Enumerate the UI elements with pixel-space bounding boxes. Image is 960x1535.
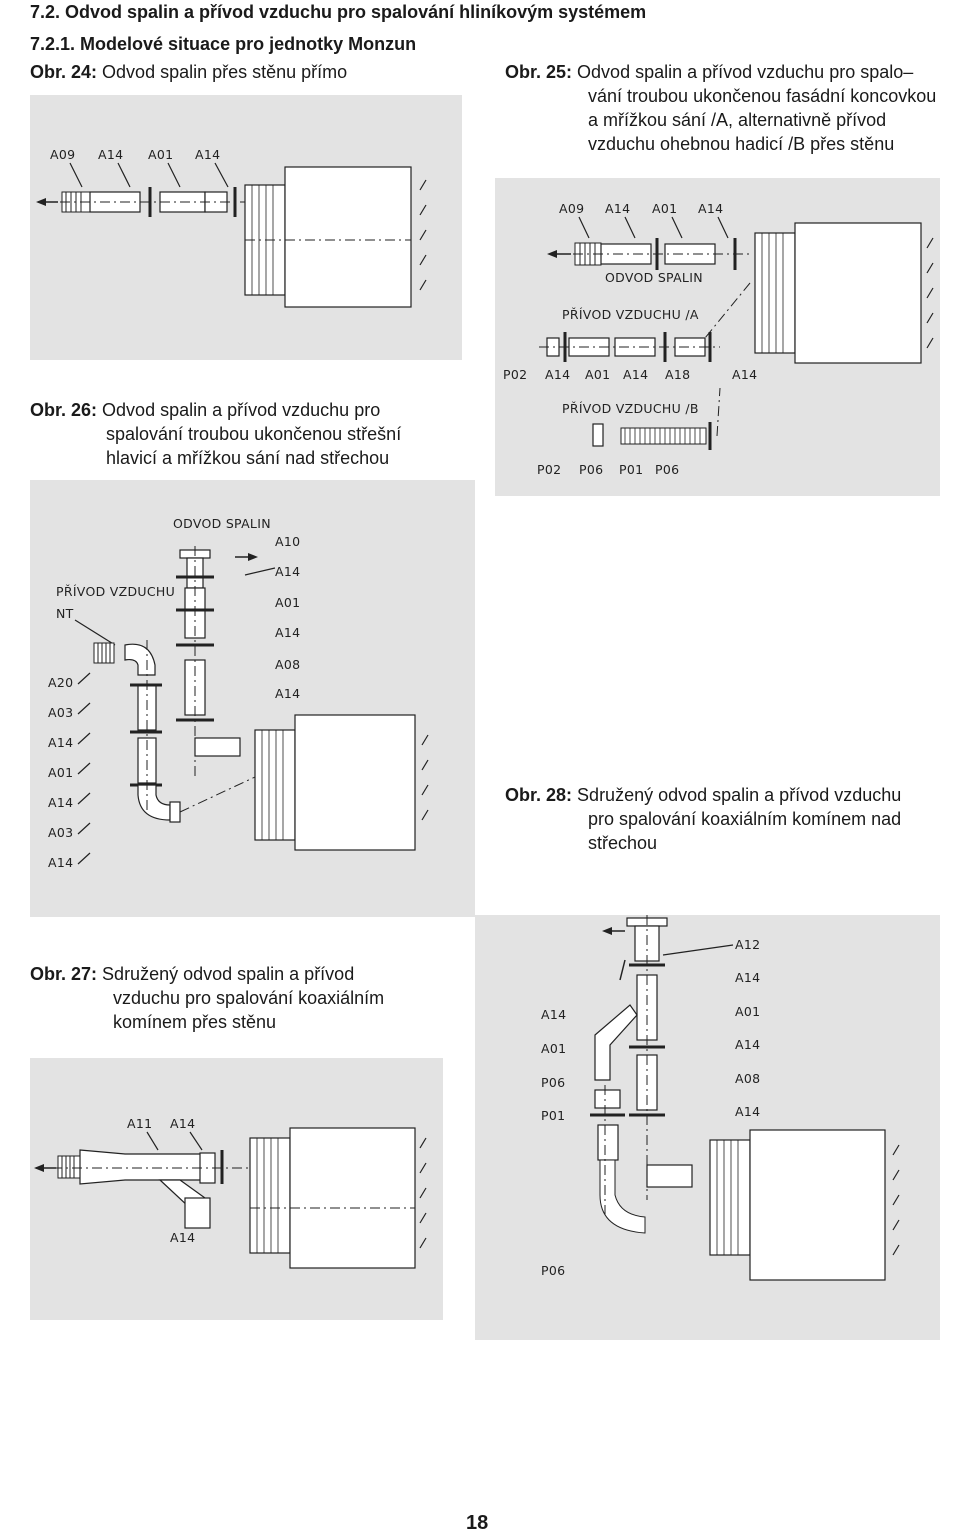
fig28-diagram: A12 A14 A01 A14 A08 A14 A14 A01 P06 P01 … bbox=[475, 915, 940, 1340]
fig25-label-a: A14 bbox=[545, 367, 570, 382]
fig26-rlabel: A01 bbox=[275, 595, 300, 610]
fig27-label: A14 bbox=[170, 1230, 195, 1245]
fig25-privod-a: PŘÍVOD VZDUCHU /A bbox=[562, 307, 699, 322]
fig25-label-b: P01 bbox=[619, 462, 643, 477]
fig27-label: A11 bbox=[127, 1116, 152, 1131]
fig27-caption: Obr. 27: Sdružený odvod spalin a přívod … bbox=[30, 964, 385, 1032]
fig26-llabel: A03 bbox=[48, 825, 73, 840]
fig26-llabel: A14 bbox=[48, 735, 73, 750]
fig28-caption: Obr. 28: Sdružený odvod spalin a přívod … bbox=[505, 785, 902, 853]
fig26-nt: NT bbox=[56, 606, 74, 621]
fig26-rlabel: A14 bbox=[275, 686, 300, 701]
fig26-llabel: A14 bbox=[48, 855, 73, 870]
fig26-odvod: ODVOD SPALIN bbox=[173, 516, 271, 531]
fig26-llabel: A14 bbox=[48, 795, 73, 810]
fig28-llabel: A14 bbox=[541, 1007, 566, 1022]
fig25-label: A14 bbox=[698, 201, 723, 216]
fig25-label-b: P02 bbox=[537, 462, 561, 477]
fig28-rlabel: A14 bbox=[735, 1037, 760, 1052]
fig26-llabel: A03 bbox=[48, 705, 73, 720]
fig24-label: A09 bbox=[50, 147, 75, 162]
page-number: 18 bbox=[466, 1512, 489, 1534]
fig28-rlabel: A14 bbox=[735, 1104, 760, 1119]
fig28-llabel: P01 bbox=[541, 1108, 565, 1123]
fig26-rlabel: A14 bbox=[275, 564, 300, 579]
fig28-rlabel: A01 bbox=[735, 1004, 760, 1019]
fig25-privod-b: PŘÍVOD VZDUCHU /B bbox=[562, 401, 699, 416]
fig26-rlabel: A14 bbox=[275, 625, 300, 640]
fig25-label-a: A14 bbox=[623, 367, 648, 382]
fig26-rlabel: A10 bbox=[275, 534, 300, 549]
fig26-diagram: ODVOD SPALIN A10 A14 A01 A14 A08 A14 PŘÍ… bbox=[30, 480, 475, 917]
subsection-heading: 7.2.1. Modelové situace pro jednotky Mon… bbox=[30, 34, 417, 54]
fig27-diagram: A11 A14 A14 bbox=[30, 1058, 443, 1320]
fig24-diagram: A09 A14 A01 A14 bbox=[30, 95, 462, 360]
fig25-label-b: P06 bbox=[655, 462, 679, 477]
fig25-label: A14 bbox=[605, 201, 630, 216]
section-heading: 7.2. Odvod spalin a přívod vzduchu pro s… bbox=[30, 2, 647, 22]
fig24-label: A14 bbox=[195, 147, 220, 162]
fig24-caption: Obr. 24: Odvod spalin přes stěnu přímo bbox=[30, 62, 348, 82]
fig24-label: A01 bbox=[148, 147, 173, 162]
fig25-label-b: P06 bbox=[579, 462, 603, 477]
fig26-llabel: A20 bbox=[48, 675, 73, 690]
fig27-label: A14 bbox=[170, 1116, 195, 1131]
fig25-odvod: ODVOD SPALIN bbox=[605, 270, 703, 285]
fig26-rlabel: A08 bbox=[275, 657, 300, 672]
fig26-caption: Obr. 26: Odvod spalin a přívod vzduchu p… bbox=[30, 400, 402, 468]
fig28-llabel: P06 bbox=[541, 1263, 565, 1278]
fig25-diagram: A09 A14 A01 A14 ODVOD SPALIN PŘÍVOD VZDU… bbox=[495, 178, 940, 496]
fig25-label: A01 bbox=[652, 201, 677, 216]
fig24-label: A14 bbox=[98, 147, 123, 162]
fig28-rlabel: A14 bbox=[735, 970, 760, 985]
fig26-privod: PŘÍVOD VZDUCHU bbox=[56, 584, 175, 599]
fig25-label-a: A01 bbox=[585, 367, 610, 382]
fig28-llabel: P06 bbox=[541, 1075, 565, 1090]
fig28-rlabel: A08 bbox=[735, 1071, 760, 1086]
fig25-label-a: A18 bbox=[665, 367, 690, 382]
fig28-rlabel: A12 bbox=[735, 937, 760, 952]
fig25-caption: Obr. 25: Odvod spalin a přívod vzduchu p… bbox=[505, 62, 937, 154]
fig25-label-a: A14 bbox=[732, 367, 757, 382]
fig25-label: A09 bbox=[559, 201, 584, 216]
fig26-llabel: A01 bbox=[48, 765, 73, 780]
fig28-llabel: A01 bbox=[541, 1041, 566, 1056]
fig25-label-a: P02 bbox=[503, 367, 527, 382]
